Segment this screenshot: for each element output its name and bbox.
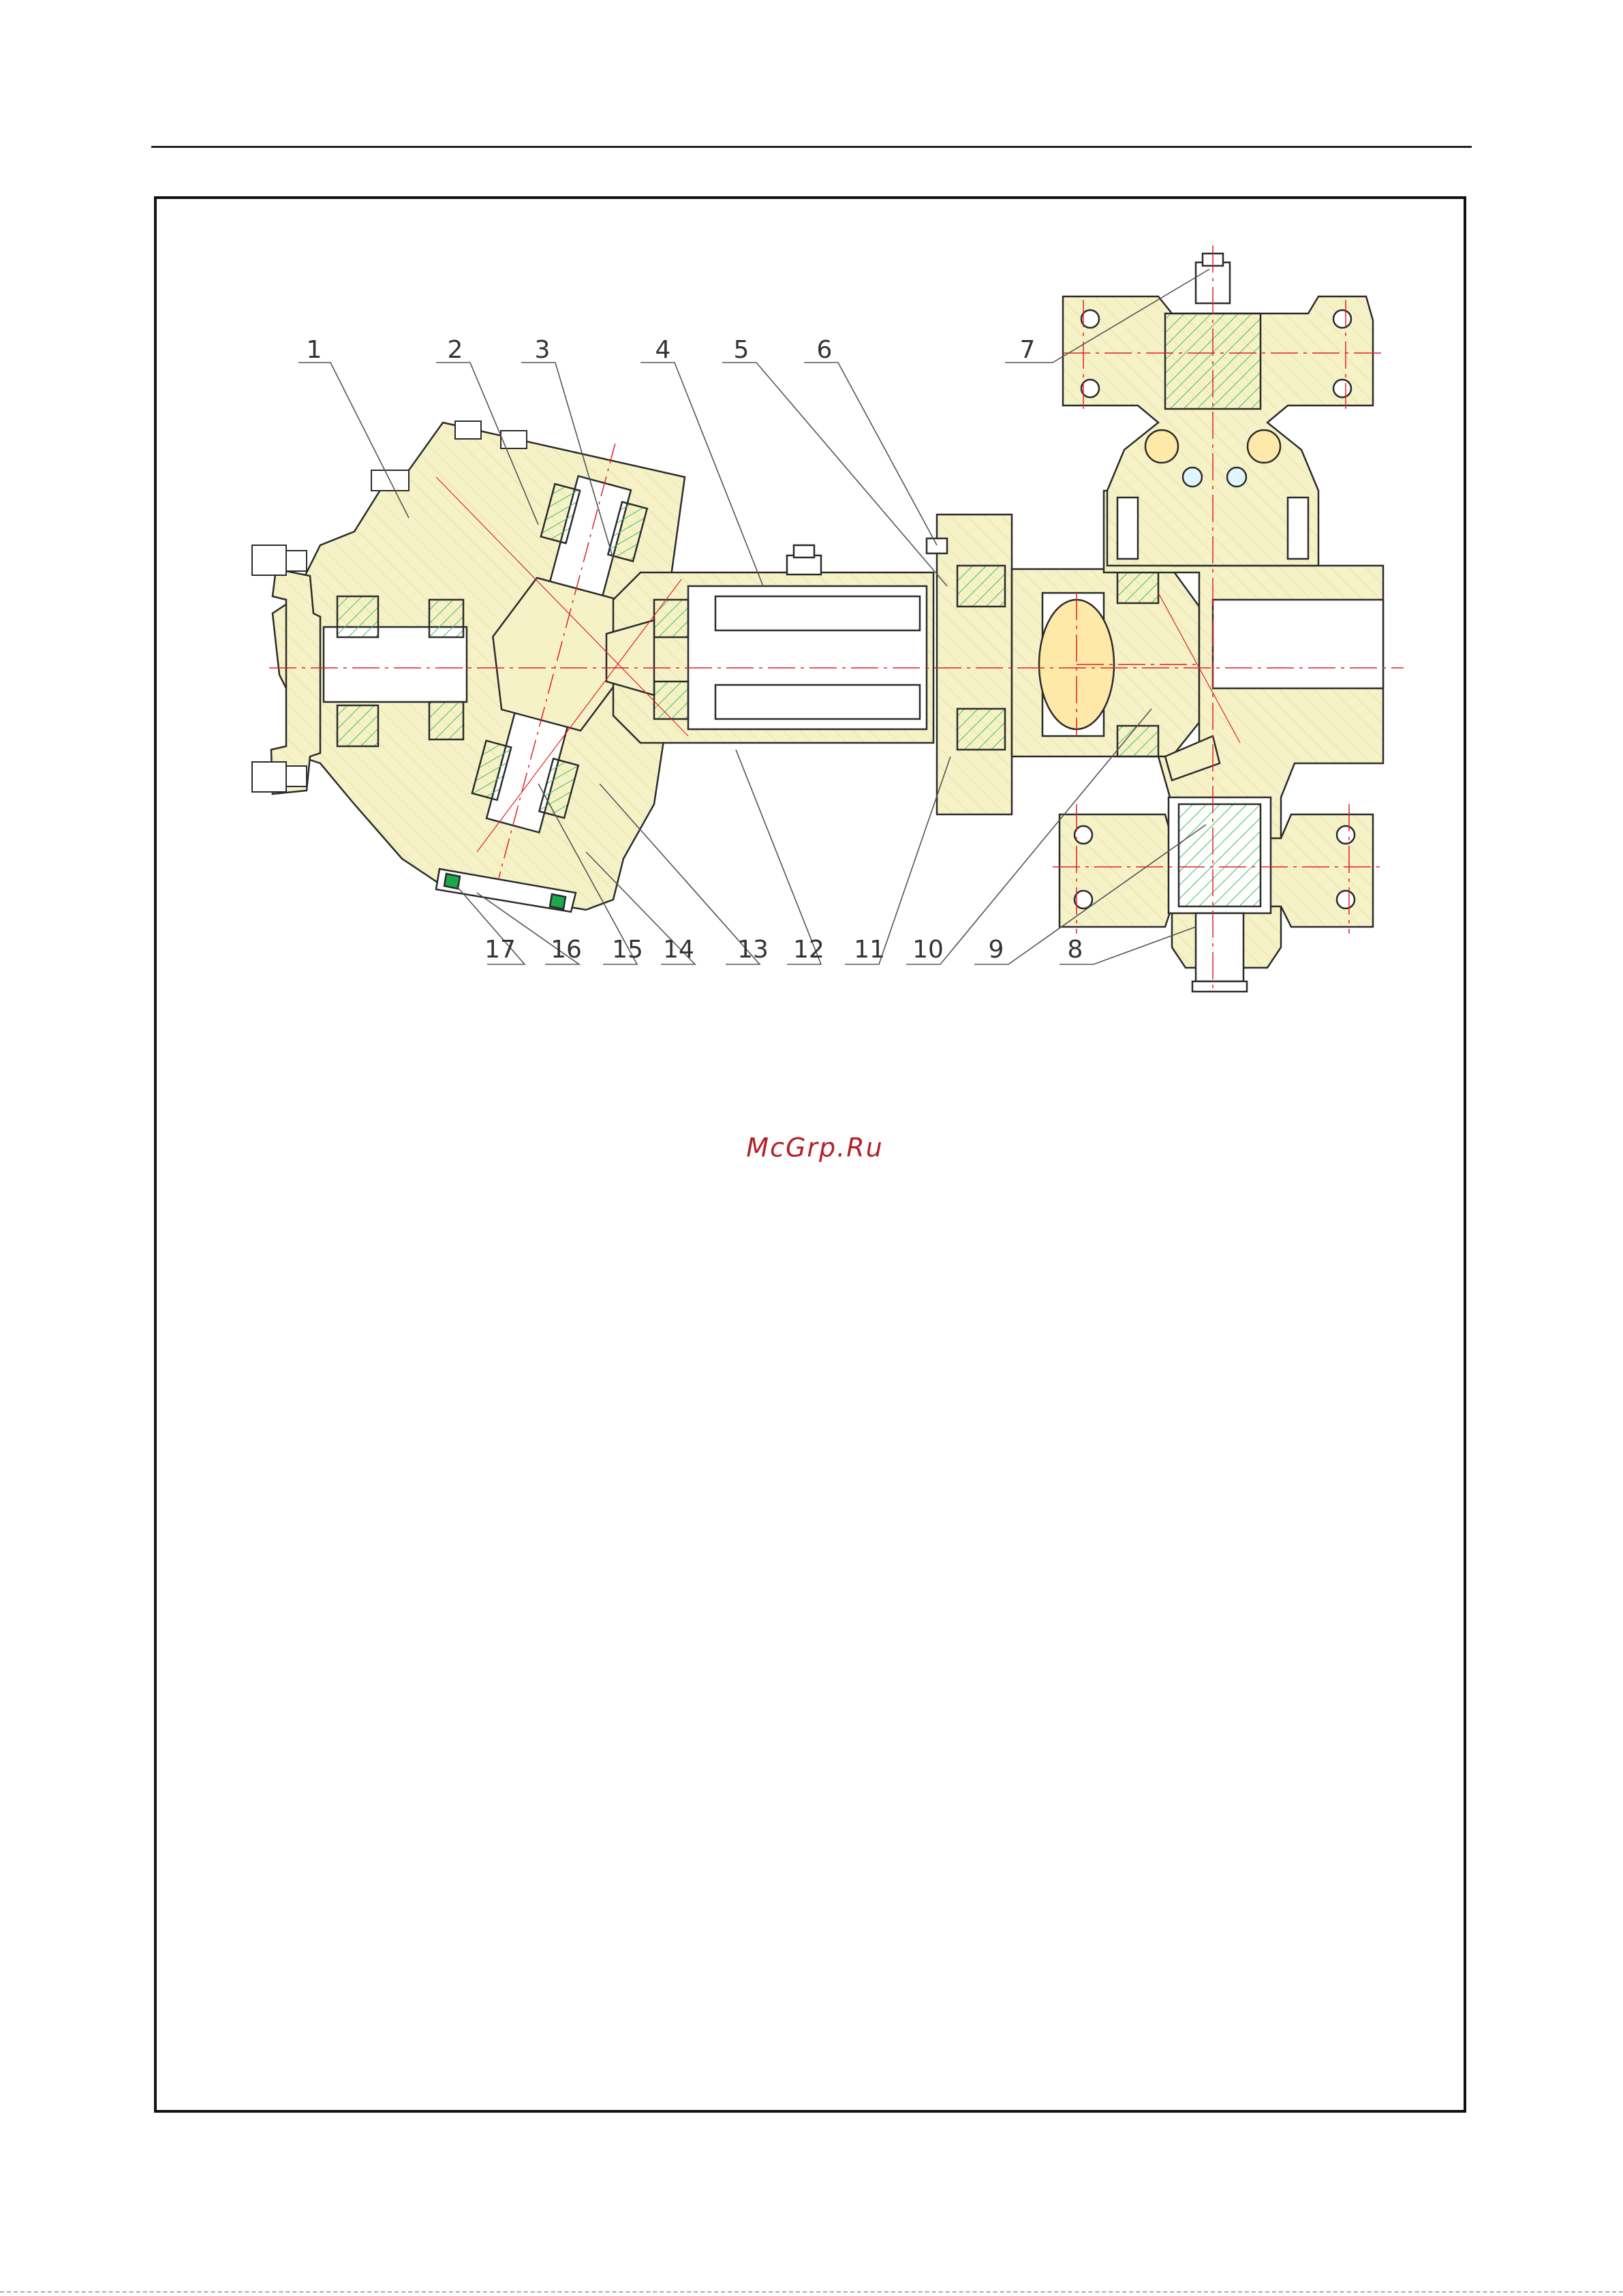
callout-14: 14	[663, 938, 694, 962]
callout-9: 9	[989, 938, 1004, 962]
callout-6: 6	[817, 338, 833, 363]
page-bottom-edge	[0, 2291, 1623, 2293]
callout-1: 1	[307, 338, 322, 363]
callout-4: 4	[655, 338, 671, 363]
callout-12: 12	[793, 938, 824, 962]
callout-8: 8	[1068, 938, 1083, 962]
callout-10: 10	[912, 938, 944, 962]
callout-2: 2	[448, 338, 463, 363]
callout-7: 7	[1020, 338, 1036, 363]
callout-16: 16	[551, 938, 582, 962]
callout-3: 3	[535, 338, 551, 363]
watermark-text: McGrp.Ru	[746, 1133, 883, 1163]
callout-17: 17	[484, 938, 516, 962]
top-bracket	[1063, 254, 1373, 566]
callout-11: 11	[854, 938, 885, 962]
callout-15: 15	[612, 938, 643, 962]
center-tube	[606, 545, 933, 743]
callout-5: 5	[734, 338, 749, 363]
callout-13: 13	[737, 938, 769, 962]
